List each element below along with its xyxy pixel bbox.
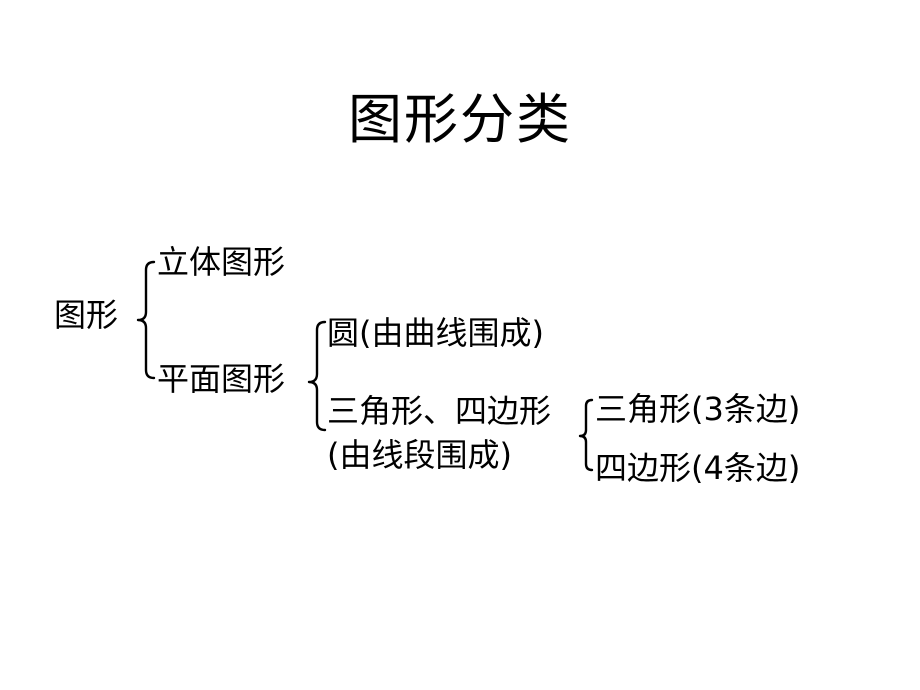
node-quadrilateral: 四边形(4条边) xyxy=(595,449,801,487)
node-polygons: 三角形、四边形 xyxy=(327,392,552,430)
node-polygons-note: (由线段围成) xyxy=(327,436,512,474)
bracket-plane xyxy=(307,320,327,432)
node-triangle: 三角形(3条边) xyxy=(595,390,801,428)
node-solid-shapes: 立体图形 xyxy=(157,243,286,281)
bracket-root xyxy=(136,260,156,380)
slide-title: 图形分类 xyxy=(348,88,572,151)
node-shapes: 图形 xyxy=(54,296,119,334)
node-circle: 圆(由曲线围成) xyxy=(327,314,544,352)
node-plane-shapes: 平面图形 xyxy=(157,360,286,398)
bracket-polygon xyxy=(578,398,594,472)
